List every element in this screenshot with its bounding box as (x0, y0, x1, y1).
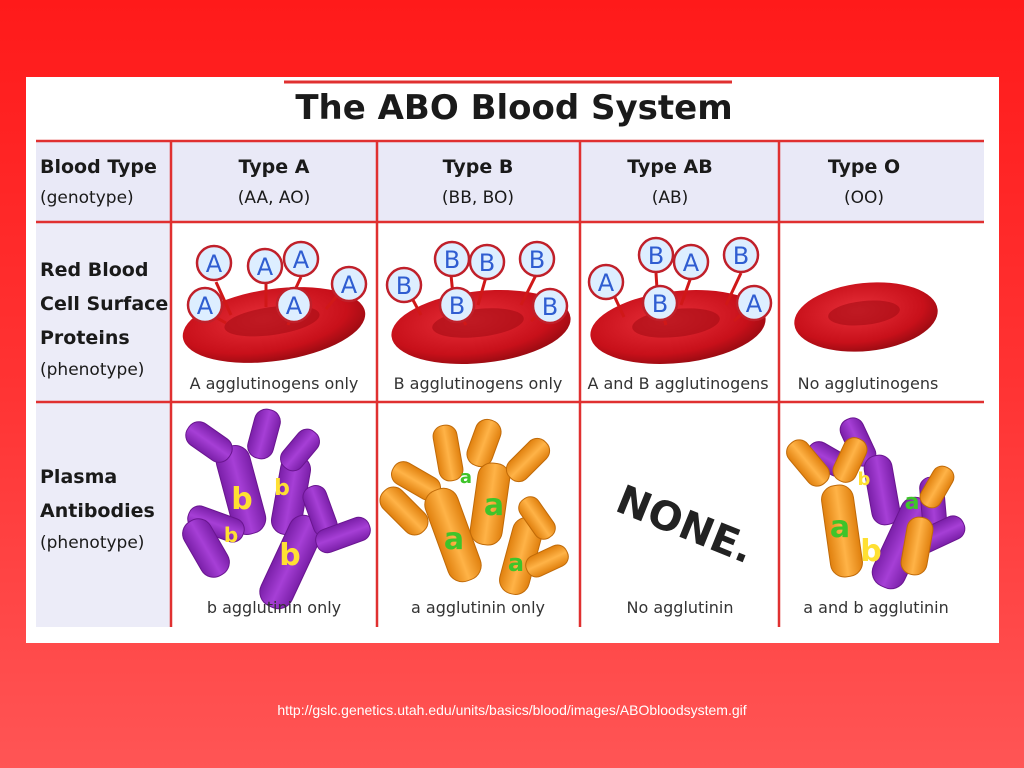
antigen-letter: A (206, 250, 223, 278)
row-header-line: Red Blood (40, 259, 148, 281)
row-header-line: Plasma (40, 466, 117, 488)
antigen-letter: B (444, 246, 460, 274)
header-band (36, 142, 984, 222)
antigen-letter: B (648, 242, 664, 270)
none-label: NONE. (610, 477, 760, 573)
antigen-letter: B (652, 290, 668, 318)
column-type: Type B (443, 156, 514, 178)
column-type: Type O (828, 156, 900, 178)
table-grid (36, 139, 984, 627)
antibody-letter: b (231, 482, 252, 517)
row-header-sub: (phenotype) (40, 360, 144, 380)
row-header-column (36, 222, 171, 627)
antibody-letter: b (279, 538, 300, 573)
antigen-caption-type-a: A agglutinogens only (190, 374, 359, 393)
antigen-letter: A (683, 249, 700, 277)
column-header-type-ab: Type AB (AB) (627, 156, 712, 208)
source-url: http://gslc.genetics.utah.edu/units/basi… (277, 702, 747, 718)
row-header-line: Proteins (40, 327, 130, 349)
anti-b-antibodies-type-a: b b b b (182, 408, 371, 610)
antibody-letter: a (444, 522, 464, 557)
red-blood-cell-type-a: A A A A A A (182, 240, 368, 363)
row-header-antibodies: Plasma Antibodies (phenotype) (40, 466, 155, 553)
antibody-letter: a (484, 488, 504, 523)
antibody-letter: a (830, 510, 850, 545)
antigen-letter: B (479, 249, 495, 277)
antibody-caption-type-b: a agglutinin only (411, 598, 545, 617)
antigen-letter: B (449, 292, 465, 320)
anti-a-antibodies-type-b: a a a a (379, 418, 569, 595)
antigen-letter: A (286, 292, 303, 320)
column-type: Type AB (627, 156, 712, 178)
antigen-caption-type-o: No agglutinogens (798, 374, 939, 393)
red-blood-cell-type-ab: A B A B B A (587, 236, 773, 364)
row-header-title: Blood Type (40, 156, 157, 178)
antigen-letter: B (733, 242, 749, 270)
column-header-type-a: Type A (AA, AO) (238, 156, 311, 208)
antigen-markers-ab: A B A B B A (587, 236, 773, 322)
red-blood-cell-type-o (794, 282, 938, 352)
abo-blood-system-figure: The ABO Blood System Blood Type (genotyp… (26, 77, 999, 643)
column-type: Type A (239, 156, 310, 178)
antibody-letter: b (860, 534, 881, 569)
antigen-caption-type-b: B agglutinogens only (394, 374, 563, 393)
column-header-type-o: Type O (OO) (828, 156, 900, 208)
antigen-letter: A (293, 246, 310, 274)
column-genotype: (OO) (844, 188, 884, 208)
figure-title: The ABO Blood System (295, 88, 732, 128)
column-header-type-b: Type B (BB, BO) (442, 156, 514, 208)
antigen-letter: A (598, 269, 615, 297)
antibody-caption-type-o: a and b agglutinin (803, 598, 948, 617)
antigen-markers-a: A A A A A A (186, 240, 368, 324)
row-header-line: Cell Surface (40, 293, 168, 315)
antigen-caption-type-ab: A and B agglutinogens (587, 374, 768, 393)
row-header-sub: (phenotype) (40, 533, 144, 553)
row-header-proteins: Red Blood Cell Surface Proteins (phenoty… (40, 259, 168, 380)
mixed-antibodies-type-o: a b b a (786, 417, 966, 590)
figure-canvas: The ABO Blood System Blood Type (genotyp… (36, 80, 984, 627)
antibody-letter: b (274, 476, 290, 501)
antigen-letter: B (529, 246, 545, 274)
antigen-markers-b: B B B B B B (385, 240, 569, 325)
antigen-letter: A (257, 253, 274, 281)
column-genotype: (AA, AO) (238, 188, 311, 208)
antibody-caption-type-a: b agglutinin only (207, 598, 341, 617)
antibody-letter: a (905, 490, 920, 515)
antigen-letter: A (341, 271, 358, 299)
row-header-line: Antibodies (40, 500, 155, 522)
column-genotype: (BB, BO) (442, 188, 514, 208)
row-header-sub: (genotype) (40, 188, 134, 208)
antigen-letter: A (746, 290, 763, 318)
antigen-letter: B (542, 293, 558, 321)
antibody-letter: b (224, 523, 238, 547)
red-blood-cell-type-b: B B B B B B (385, 240, 571, 365)
antigen-letter: A (197, 292, 214, 320)
row-header-blood-type: Blood Type (genotype) (40, 156, 157, 208)
antibody-caption-type-ab: No agglutinin (627, 598, 734, 617)
antibody-letter: a (508, 549, 524, 577)
antibody-letter: a (460, 467, 472, 488)
antibody-letter: b (858, 469, 871, 490)
column-genotype: (AB) (652, 188, 689, 208)
antigen-letter: B (396, 272, 412, 300)
